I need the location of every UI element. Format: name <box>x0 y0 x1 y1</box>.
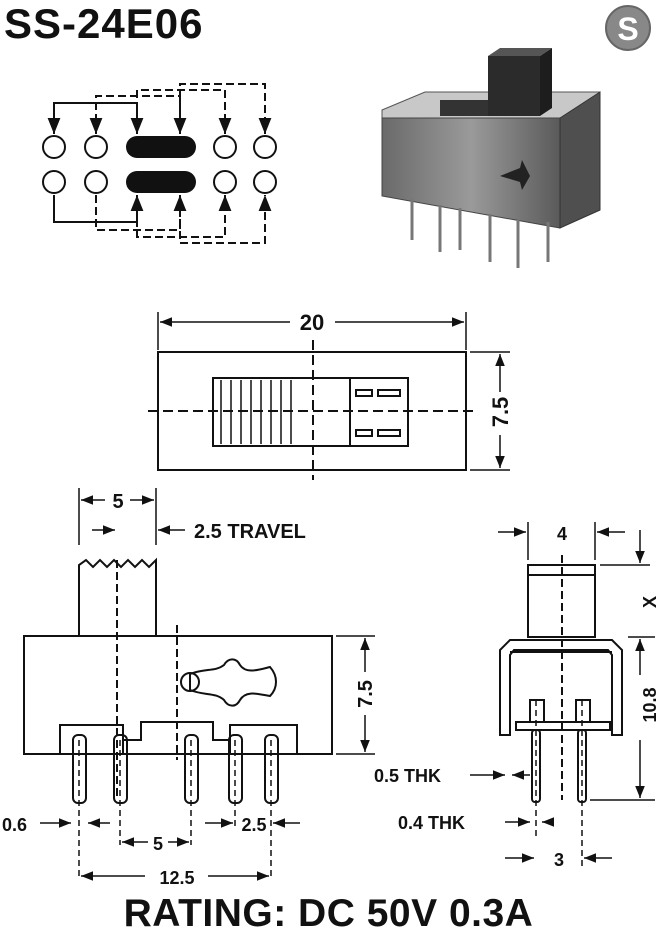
logo-letter: S <box>617 11 638 47</box>
dim-pin-width: 0.6 <box>2 815 27 835</box>
dim-pin-pitch: 5 <box>153 834 163 854</box>
dim-pin-pitch-2: 2.5 <box>241 815 266 835</box>
side-view <box>470 522 655 870</box>
dim-pin-span: 12.5 <box>159 868 194 888</box>
brand-logo: S <box>605 5 651 51</box>
circuit-schematic <box>42 83 277 244</box>
product-render <box>381 48 601 268</box>
dim-thk-1: 0.5 THK <box>374 766 441 786</box>
dim-body-height: 7.5 <box>355 680 377 708</box>
contact-slots <box>126 136 196 193</box>
dim-side-height: 10.8 <box>640 687 657 722</box>
model-title: SS-24E06 <box>4 0 204 47</box>
dim-actuator-width: 5 <box>112 491 123 513</box>
dim-travel: 2.5 TRAVEL <box>194 521 306 543</box>
top-view <box>148 312 510 480</box>
dim-top-height: 7.5 <box>488 397 513 428</box>
terminal-holes <box>42 135 277 194</box>
dim-side-width: 4 <box>557 524 567 544</box>
dim-side-pitch: 3 <box>554 850 564 870</box>
dim-thk-2: 0.4 THK <box>398 813 465 833</box>
rating-text: RATING: DC 50V 0.3A <box>123 892 534 935</box>
dim-side-x: X <box>640 596 657 608</box>
front-view <box>23 488 375 881</box>
dim-top-width: 20 <box>300 310 324 335</box>
